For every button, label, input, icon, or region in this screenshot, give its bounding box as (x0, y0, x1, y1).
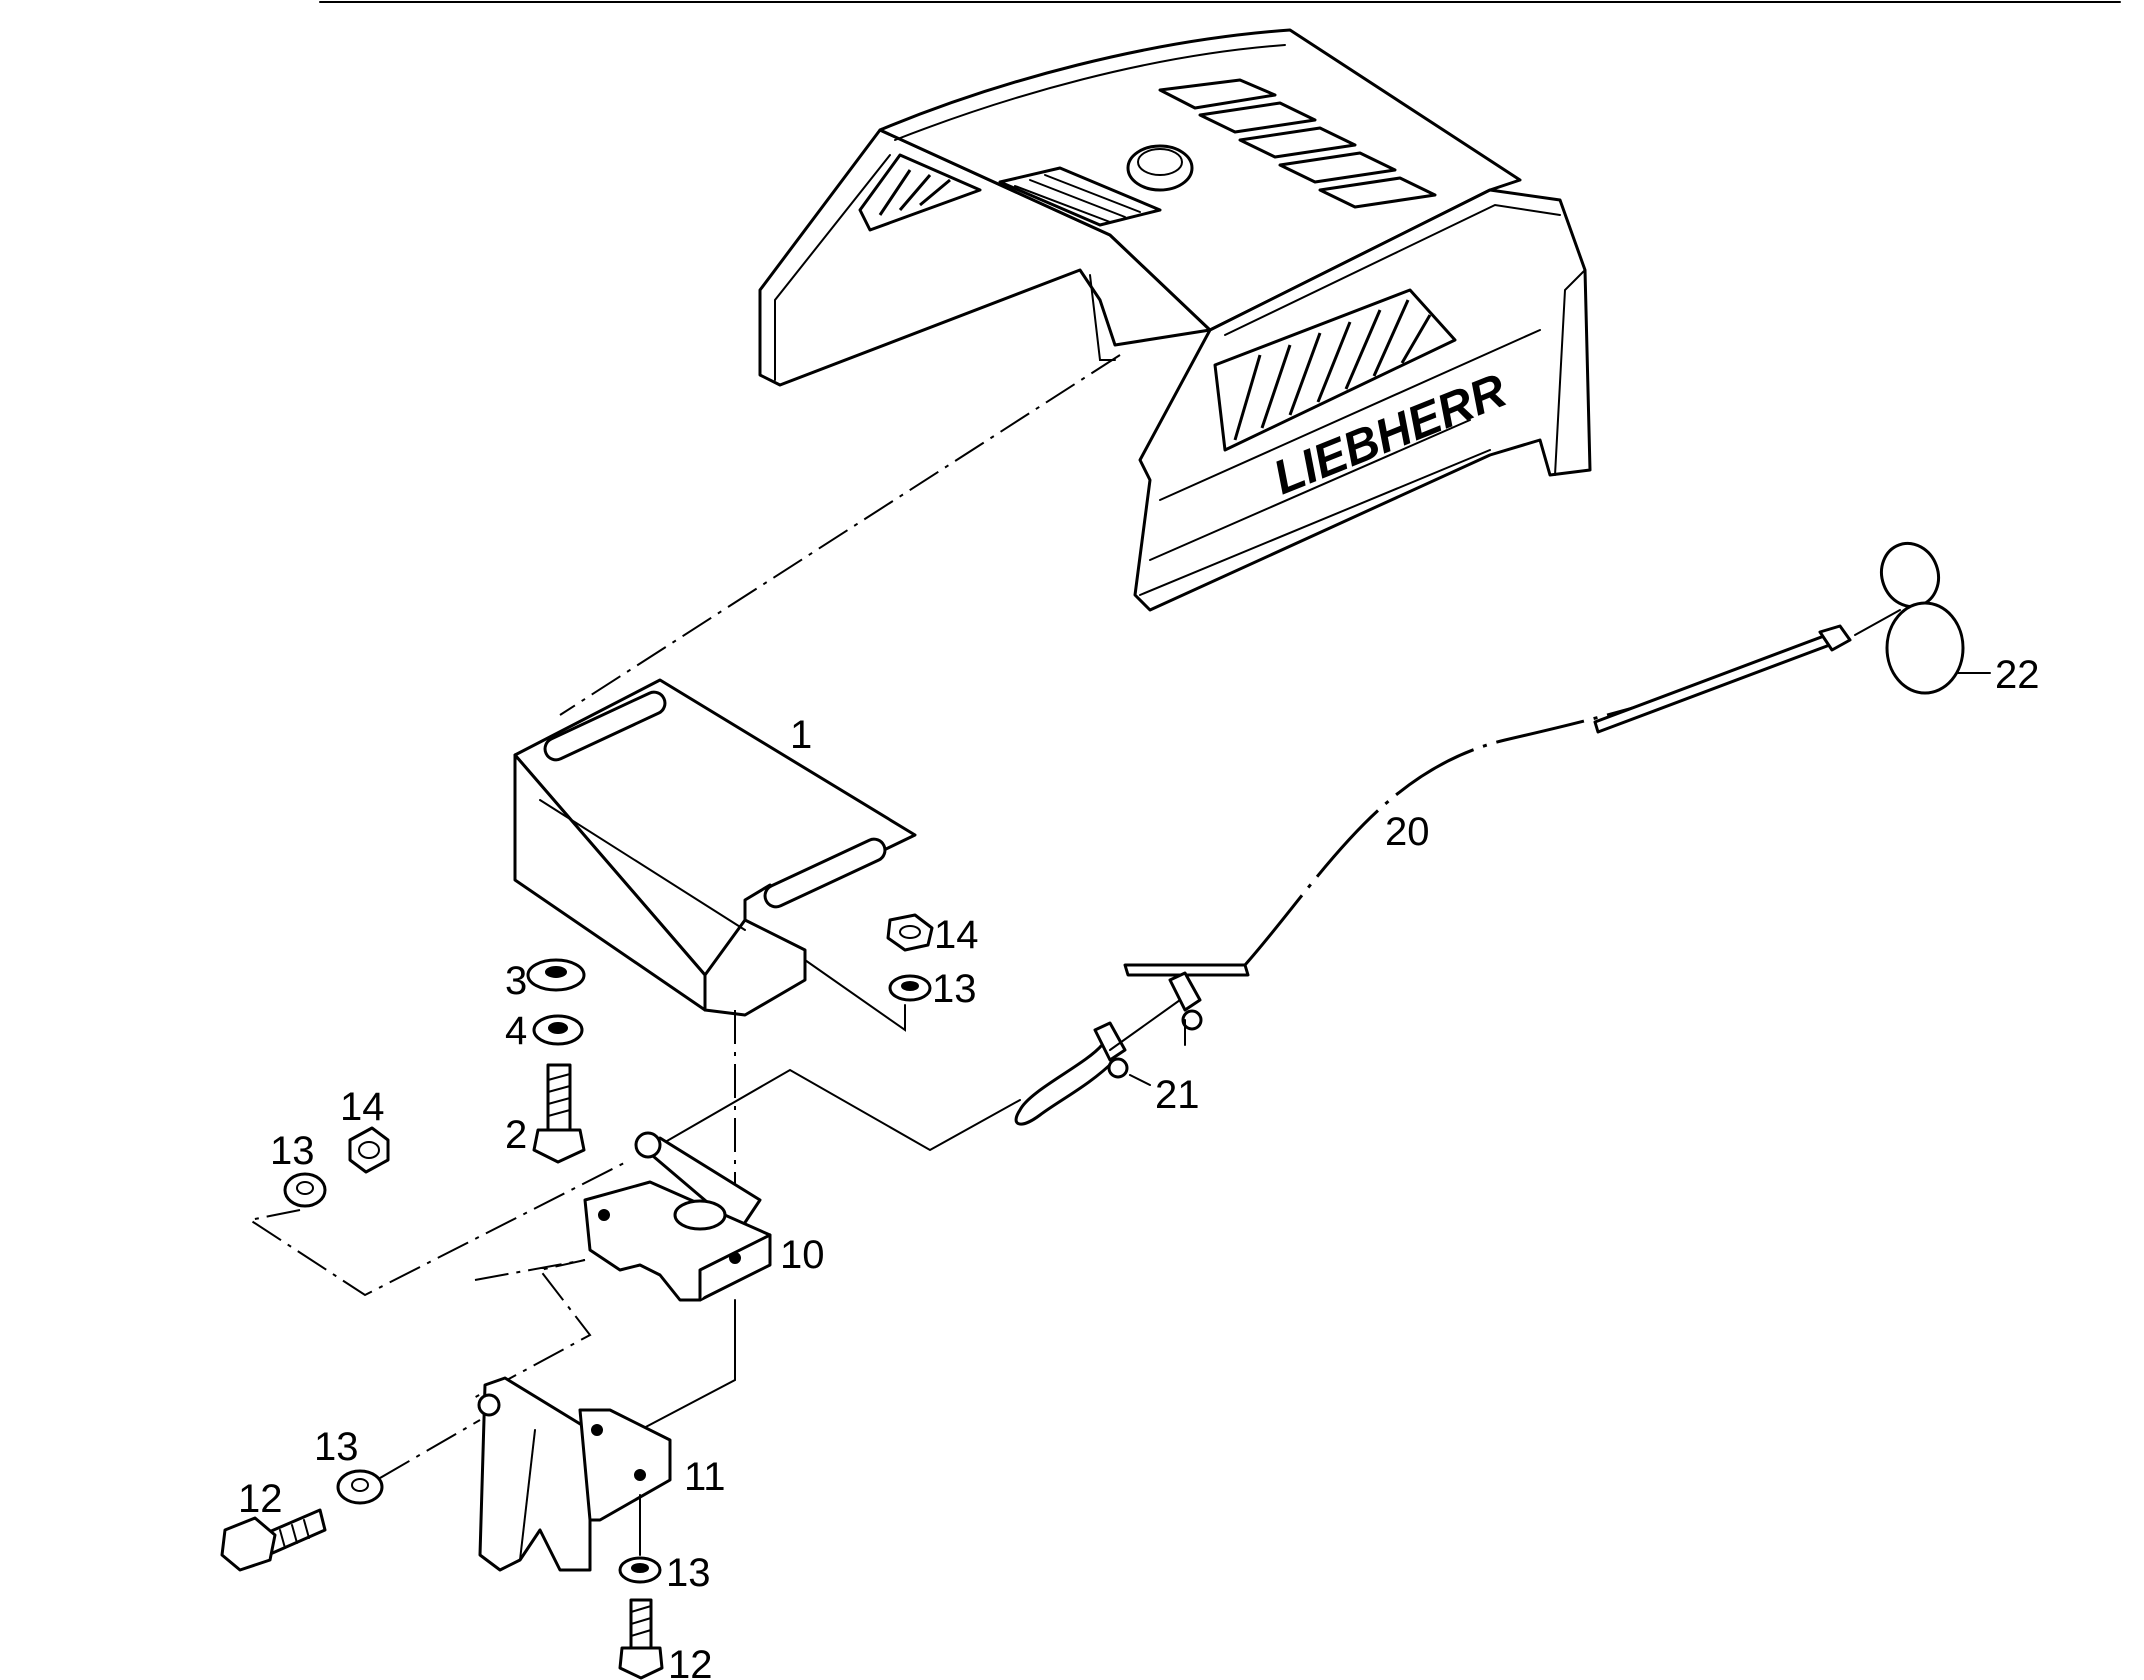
callout-13-bottom: 13 (666, 1551, 711, 1595)
nut-part-14-left (348, 1126, 390, 1174)
callout-12-left: 12 (238, 1477, 283, 1521)
callout-22: 22 (1995, 653, 2040, 697)
engine-hood: LIEBHERR (758, 28, 1592, 612)
front-grille (1213, 288, 1457, 452)
assembly-line-bracket-11 (639, 1299, 736, 1431)
assembly-line-plate-nut (804, 959, 906, 1032)
bracket-part-10 (583, 1131, 772, 1302)
left-side-vent (858, 153, 982, 232)
assembly-line-hood (559, 354, 1121, 716)
cable-part-20 (1243, 624, 1852, 966)
callout-14-left: 14 (340, 1085, 385, 1129)
cable-clamp-part-21 (1014, 963, 1250, 1126)
top-vent-slots (1158, 78, 1437, 209)
callout-13-left: 13 (270, 1129, 315, 1173)
callout-14-top: 14 (934, 913, 979, 957)
washer-part-13-top (888, 974, 932, 1002)
washer-part-13-lower (336, 1469, 384, 1505)
mounting-plate-part-1 (513, 678, 917, 1017)
top-center-vent (998, 166, 1162, 227)
bolt-part-2 (532, 1063, 586, 1164)
nut-part-14-top (886, 913, 934, 952)
callout-12-bottom: 12 (668, 1643, 713, 1680)
callout-1: 1 (790, 713, 812, 757)
assembly-line-lower-left (379, 1419, 481, 1479)
filler-cap (1126, 144, 1194, 192)
callout-11: 11 (684, 1455, 726, 1499)
callout-2: 2 (505, 1113, 527, 1157)
bracket-part-11 (477, 1376, 672, 1572)
callout-10: 10 (780, 1233, 825, 1277)
callout-13-lower: 13 (314, 1425, 359, 1469)
bolt-part-12-bottom (618, 1598, 664, 1680)
cable-loop-part-22 (1854, 541, 1965, 695)
callout-13-top: 13 (932, 967, 977, 1011)
washer-part-13-left (283, 1172, 327, 1208)
assembly-line-cable-end (659, 1068, 1021, 1152)
bolt-part-12-left (220, 1508, 327, 1572)
callout-leader-21 (1129, 1019, 1186, 1086)
washer-part-3 (526, 958, 586, 992)
assembly-line-to-part-11 (469, 1259, 592, 1401)
callout-4: 4 (505, 1009, 527, 1053)
assembly-line-left (247, 1159, 631, 1297)
callout-3: 3 (505, 959, 527, 1003)
washer-part-4 (532, 1014, 584, 1046)
washer-part-13-bottom (618, 1556, 662, 1584)
callout-21: 21 (1155, 1073, 1200, 1117)
callout-20: 20 (1385, 810, 1430, 854)
